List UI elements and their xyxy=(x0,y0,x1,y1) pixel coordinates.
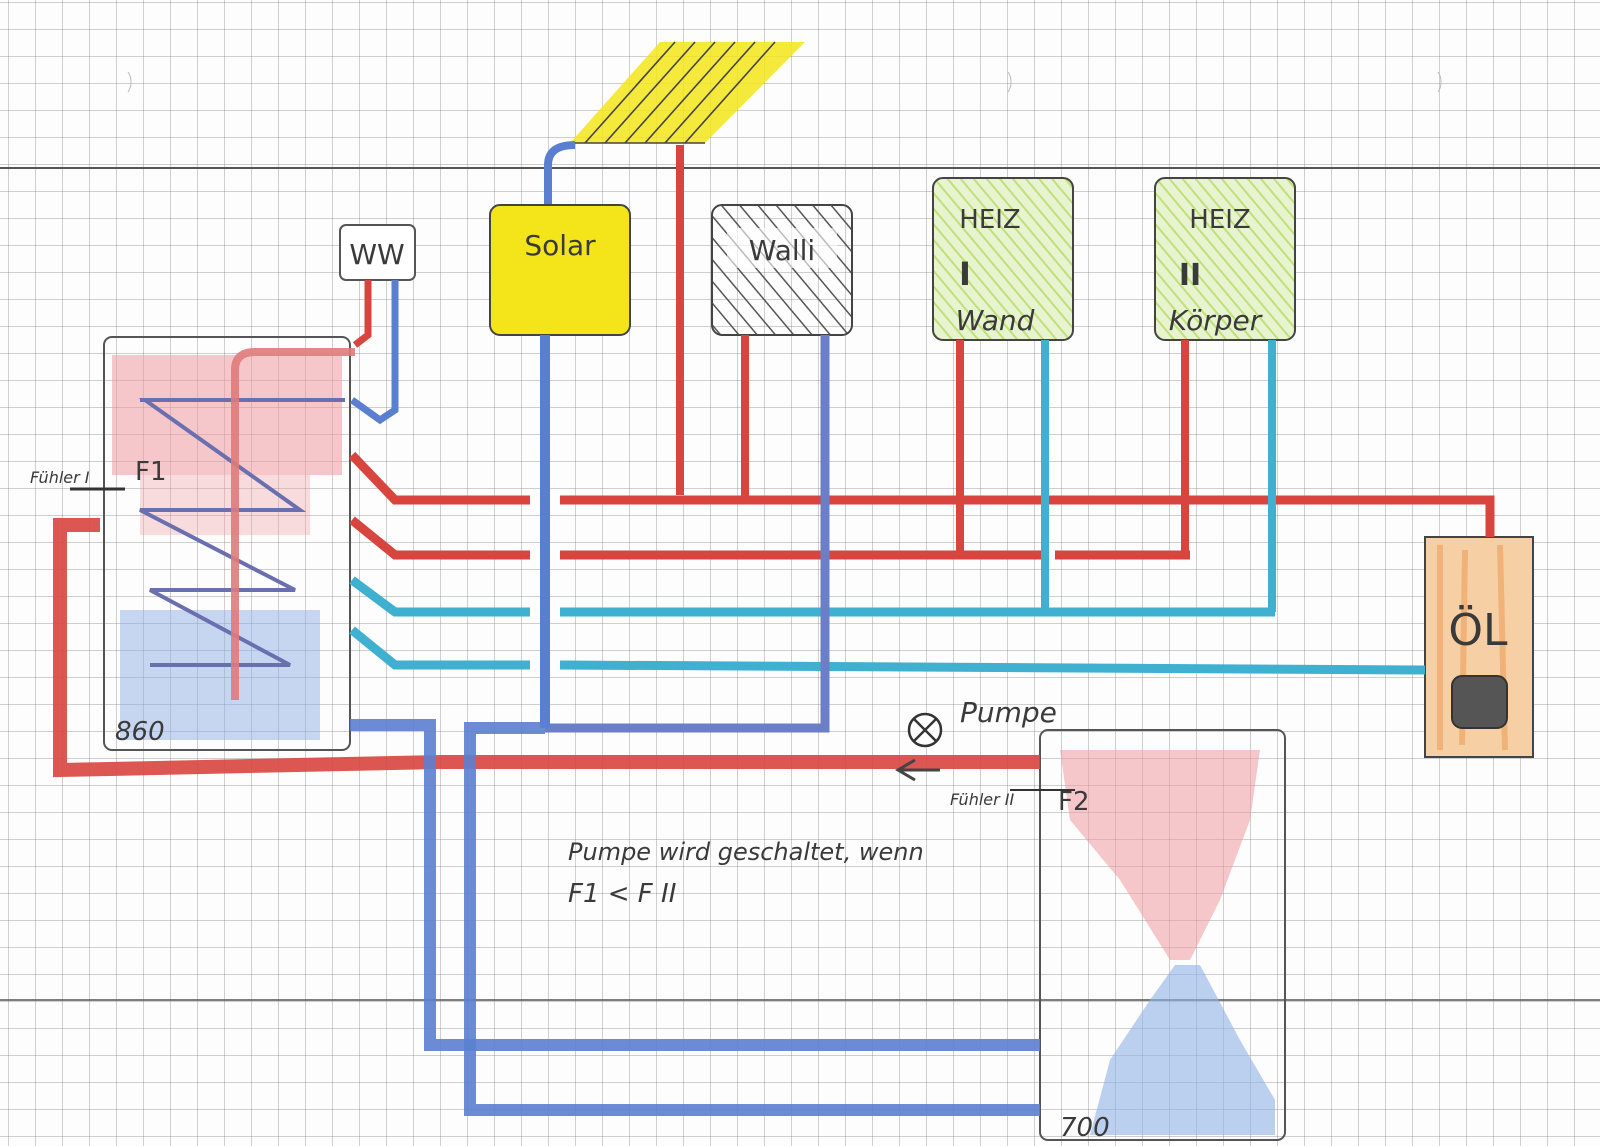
internal-riser-pipe xyxy=(231,348,355,700)
sensor-f1-label: Fühler I xyxy=(30,468,90,487)
heiz2-number: II xyxy=(1179,258,1201,293)
punch-hole xyxy=(1437,71,1442,93)
component-ww: WW xyxy=(339,224,416,281)
header-cold-return-2 xyxy=(349,626,1426,675)
solar-return-pipe xyxy=(544,141,576,210)
note-line-2: F1 < F II xyxy=(568,879,676,909)
pump-label: Pumpe xyxy=(960,696,1057,729)
oel-label: ÖL xyxy=(1448,604,1508,656)
solar-label: Solar xyxy=(524,229,596,262)
heiz1-title: HEIZ xyxy=(959,205,1020,235)
sensor-f1: Fühler I F1 xyxy=(30,457,167,491)
component-heiz-2: HEIZ II Körper xyxy=(1154,177,1296,341)
walli-label: Walli xyxy=(749,234,815,267)
note-line-1: Pumpe wird geschaltet, wenn xyxy=(568,838,924,866)
heiz1-type: Wand xyxy=(956,304,1035,337)
punch-hole xyxy=(1007,71,1012,93)
header-hot-distribution xyxy=(349,516,1190,560)
tank-700-label: 700 xyxy=(1060,1113,1110,1143)
tank-700: 700 xyxy=(1039,729,1286,1143)
tank-860: 860 xyxy=(103,336,355,751)
heiz1-number: I xyxy=(959,255,971,293)
ww-label: WW xyxy=(349,238,404,271)
cold-zone xyxy=(1090,965,1275,1135)
component-solar: Solar xyxy=(489,204,631,336)
tank-link-cold-pipe xyxy=(350,719,1040,1051)
tank-link-hot-pipe xyxy=(53,518,1040,778)
burner-icon xyxy=(1451,675,1508,729)
hot-zone xyxy=(112,355,342,475)
sensor-f1-id: F1 xyxy=(135,457,167,487)
cold-zone xyxy=(120,610,320,740)
sensor-f2-id: F2 xyxy=(1058,787,1090,817)
component-oel-boiler: ÖL xyxy=(1424,536,1534,758)
component-heiz-1: HEIZ I Wand xyxy=(932,177,1074,341)
header-cold-return-1 xyxy=(349,576,1275,617)
sensor-f2-label: Fühler II xyxy=(950,790,1015,809)
heat-exchanger-coil xyxy=(138,398,345,667)
walli-return-pipe xyxy=(545,335,830,733)
ww-hot-pipe xyxy=(352,280,372,348)
solar-collector xyxy=(570,41,805,144)
header-hot-supply xyxy=(348,451,1495,537)
component-walli: Walli xyxy=(711,204,853,336)
heiz2-title: HEIZ xyxy=(1189,205,1250,235)
punch-hole xyxy=(127,71,132,93)
ww-cold-pipe xyxy=(349,280,399,425)
flow-arrow-icon xyxy=(895,758,940,782)
control-note: Pumpe wird geschaltet, wenn F1 < F II xyxy=(568,838,924,909)
pump: Pumpe xyxy=(895,696,1057,782)
tank-860-label: 860 xyxy=(115,717,165,747)
sensor-f2: Fühler II F2 xyxy=(950,787,1090,817)
heiz2-type: Körper xyxy=(1169,304,1263,337)
hot-zone xyxy=(1060,750,1260,960)
solar-to-tank2-pipe xyxy=(464,722,1040,1116)
